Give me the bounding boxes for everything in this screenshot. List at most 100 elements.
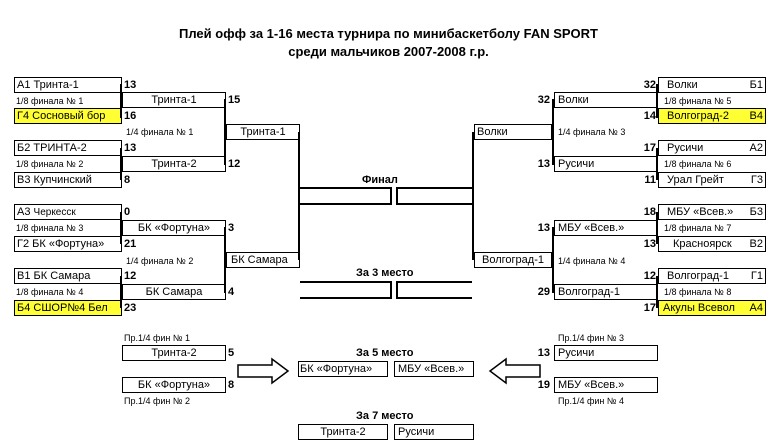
left-team-8-name: СШОР№4 Бел [33, 302, 108, 314]
right-team-4: Урал Грейт Г3 [658, 172, 766, 188]
right-team-4-seed: Г3 [750, 174, 763, 186]
fifth-match-left: БК «Фортуна» [298, 361, 388, 377]
left-team-2-seed: Г4 [17, 110, 30, 122]
seventh-match-right: Русичи [394, 424, 474, 440]
right-team-5-score: 18 [643, 206, 656, 218]
left-r16-winner-2: Тринта-2 [122, 156, 226, 172]
right-team-5: МБУ «Всев.» Б3 [658, 204, 766, 220]
left-team-6: Г2 БК «Фортуна» [14, 236, 122, 252]
left-team-4-name: Купчинский [33, 174, 92, 186]
final-right-slot [396, 187, 472, 189]
final-right-slot-bottom [396, 203, 472, 205]
right-r16-winner-1-name: Волки [558, 94, 589, 106]
left-qf-label-1: 1/4 финала № 1 [126, 127, 194, 137]
left-team-6-seed: Г2 [17, 238, 30, 250]
left-connector-r16-4 [120, 276, 122, 308]
right-r16-label-4: 1/8 финала № 8 [664, 287, 732, 297]
left-team-1-score: 13 [124, 79, 137, 91]
left-team-7: В1 БК Самара [14, 268, 122, 284]
right-r16-label-2: 1/8 финала № 6 [664, 159, 732, 169]
right-connector-r16-1 [656, 84, 658, 118]
right-team-5-name: МБУ «Всев.» [667, 206, 734, 218]
left-r16-winner-4: БК Самара [122, 284, 226, 300]
right-r16-label-1: 1/8 финала № 5 [664, 96, 732, 106]
left-team-5-score: 0 [124, 206, 131, 218]
final-left-slot-bottom [300, 203, 392, 205]
left-team-5-seed: А3 [17, 206, 31, 218]
third-left-slot-bottom [300, 297, 392, 299]
left-team-6-name: БК «Фортуна» [32, 238, 105, 250]
third-place-label: За 3 место [356, 267, 414, 279]
fifth-left-team-1: Тринта-2 [122, 345, 226, 361]
left-r16-winner-2-score: 12 [228, 158, 241, 170]
right-connector-sf [472, 132, 474, 260]
left-connector-r16-2 [120, 148, 122, 180]
right-team-8-seed: А4 [749, 302, 763, 314]
right-team-7-name: Волгоград-1 [667, 270, 729, 282]
right-team-7-score: 12 [643, 270, 656, 282]
left-team-6-score: 21 [124, 238, 137, 250]
right-qf-winner-1: Волки [474, 124, 552, 140]
third-right-slot-bottom [396, 297, 472, 299]
right-r16-label-3: 1/8 финала № 7 [664, 223, 732, 233]
third-left-slot-edge [390, 281, 392, 299]
left-team-5: А3 Черкесск [14, 204, 122, 220]
left-team-8-seed: Б4 [17, 302, 31, 314]
right-connector-qf-1 [552, 99, 554, 165]
left-team-1-seed: А1 [17, 79, 31, 91]
left-r16-winner-3: БК «Фортуна» [122, 220, 226, 236]
right-team-6-score: 13 [643, 238, 656, 250]
right-team-4-name: Урал Грейт [667, 174, 724, 186]
fifth-left-team-1-score: 5 [228, 347, 235, 359]
left-r16-label-4: 1/8 финала № 4 [16, 287, 84, 297]
left-team-3: Б2 ТРИНТА-2 [14, 140, 122, 156]
final-label: Финал [362, 174, 398, 186]
right-team-3-score: 17 [643, 142, 656, 154]
fifth-left-label-2: Пр.1/4 фин № 2 [124, 396, 191, 406]
fifth-place-label: За 5 место [356, 347, 414, 359]
right-r16-winner-2: Русичи [554, 156, 658, 172]
right-r16-winner-2-score: 13 [537, 158, 550, 170]
fifth-left-label-1: Пр.1/4 фин № 1 [124, 333, 191, 343]
left-team-2-name: Сосновый бор [32, 110, 106, 122]
left-connector-qf-1 [224, 99, 226, 165]
third-right-slot-edge [396, 281, 398, 299]
fifth-right-team-1-name: Русичи [558, 347, 595, 359]
left-team-1: А1 Тринта-1 [14, 77, 122, 93]
right-connector-r16-4 [656, 276, 658, 308]
right-qf-winner-2: Волгоград-1 [474, 252, 552, 268]
page-title: Плей офф за 1-16 места турнира по миниба… [178, 26, 598, 41]
left-qf-winner-2: БК Самара [226, 252, 300, 268]
left-r16-winner-3-score: 3 [228, 222, 235, 234]
left-r16-label-2: 1/8 финала № 2 [16, 159, 84, 169]
fifth-left-team-2-score: 8 [228, 379, 235, 391]
page-subtitle: среди мальчиков 2007-2008 г.р. [288, 44, 489, 59]
right-team-6-seed: В2 [749, 238, 763, 250]
right-team-6-name: Красноярск [673, 238, 732, 250]
right-qf-label-2: 1/4 финала № 4 [558, 256, 626, 266]
right-team-6: Красноярск В2 [658, 236, 766, 252]
left-team-8-score: 23 [124, 302, 137, 314]
fifth-right-team-2: МБУ «Всев.» [554, 377, 658, 393]
right-r16-winner-4-score: 29 [537, 286, 550, 298]
right-team-1-name: Волки [667, 79, 698, 91]
left-qf-winner-2-name: БК Самара [231, 254, 288, 266]
right-arrow-icon [237, 357, 290, 385]
right-r16-winner-2-name: Русичи [558, 158, 595, 170]
left-r16-label-1: 1/8 финала № 1 [16, 96, 84, 106]
right-r16-winner-3-score: 13 [537, 222, 550, 234]
right-r16-winner-3: МБУ «Всев.» [554, 220, 658, 236]
left-r16-winner-1: Тринта-1 [122, 92, 226, 108]
right-r16-winner-4: Волгоград-1 [554, 284, 658, 300]
right-r16-winner-4-name: Волгоград-1 [558, 286, 620, 298]
right-qf-winner-1-name: Волки [477, 126, 508, 138]
left-connector-sf [298, 132, 300, 260]
third-left-slot [300, 281, 392, 283]
right-team-2-score: 14 [643, 110, 656, 122]
fifth-right-team-2-name: МБУ «Всев.» [558, 379, 625, 391]
right-team-5-seed: Б3 [749, 206, 763, 218]
left-team-1-name: Тринта-1 [33, 79, 79, 91]
final-right-slot-edge [396, 187, 398, 205]
fifth-right-label-1: Пр.1/4 фин № 3 [558, 333, 625, 343]
